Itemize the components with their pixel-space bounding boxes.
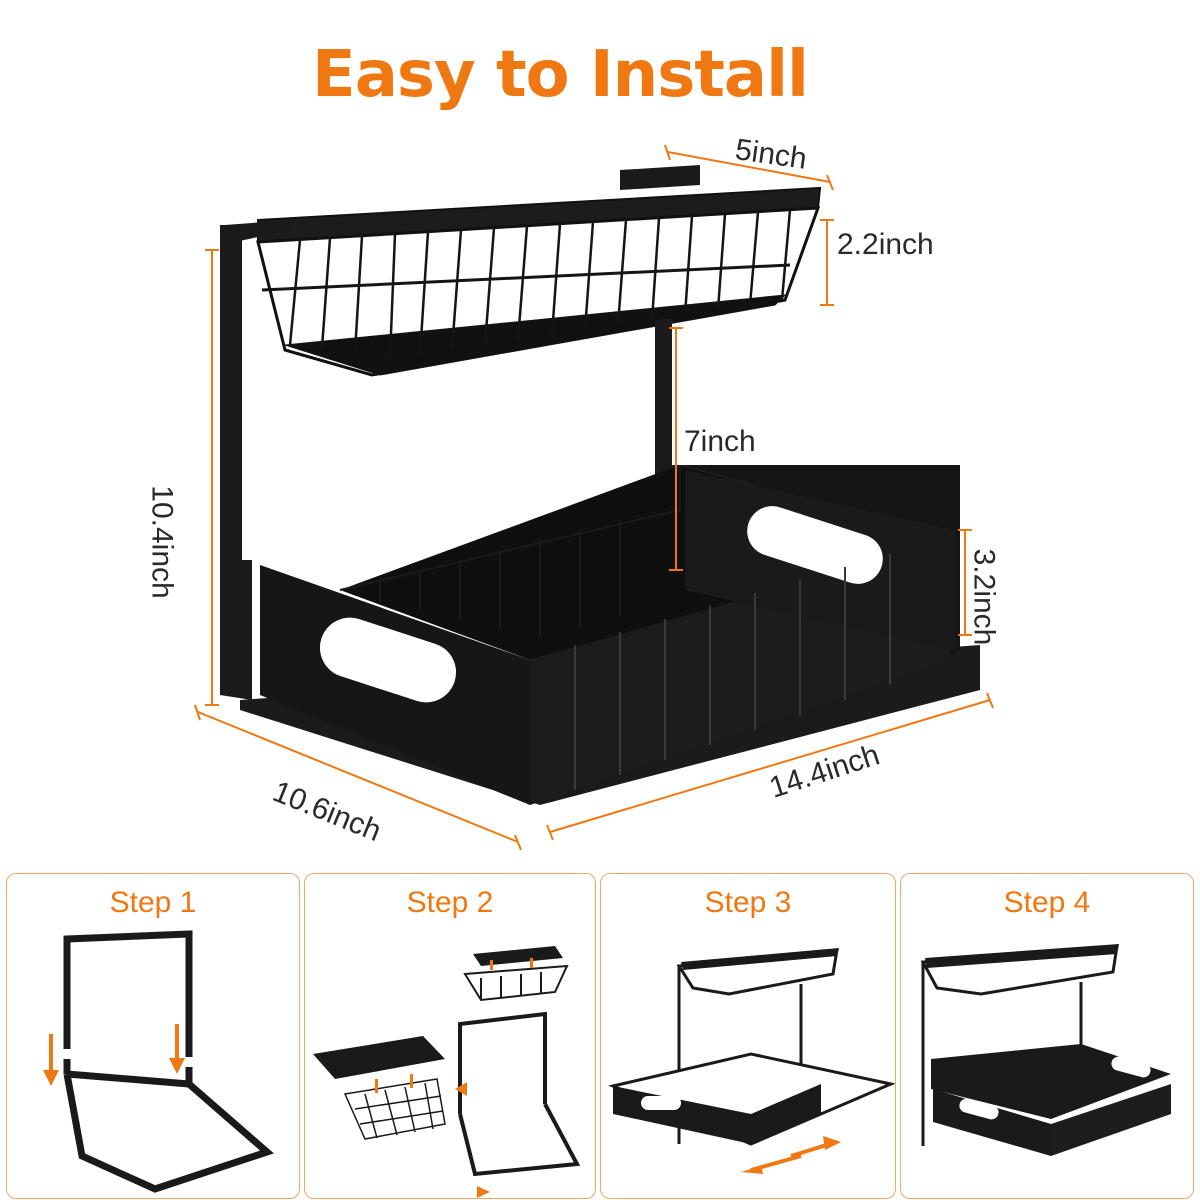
step-3-label: Step 3 [704,886,792,919]
step-card-3: Step 3 [600,873,896,1199]
step-4-label: Step 4 [1003,886,1091,919]
dimension-lines [194,144,994,851]
product-illustration: 5inch 2.2inch 7inch 10.4inch 3.2inch 10.… [0,130,1200,870]
upper-basket [256,186,822,377]
dimension-bottom-height: 3.2inch [967,548,1001,646]
step-card-4: Step 4 [900,873,1194,1199]
dimension-gap: 7inch [684,425,756,458]
install-steps: Step 1 Step 2 [0,873,1200,1200]
lower-drawer [240,465,980,805]
dimension-total-height: 10.4inch [145,485,179,599]
step-1-label: Step 1 [109,886,197,919]
dimension-top-height: 2.2inch [837,228,934,261]
step-2-label: Step 2 [406,886,494,919]
step-3-illustration [608,948,895,1174]
step-2-illustration [313,946,581,1198]
step-card-1: Step 1 [6,873,300,1199]
organizer-drawing [194,144,994,851]
step-1-illustration [43,930,274,1193]
page-title: Easy to Install [312,38,809,112]
step-4-illustration [920,944,1171,1156]
step-card-2: Step 2 [304,873,596,1199]
